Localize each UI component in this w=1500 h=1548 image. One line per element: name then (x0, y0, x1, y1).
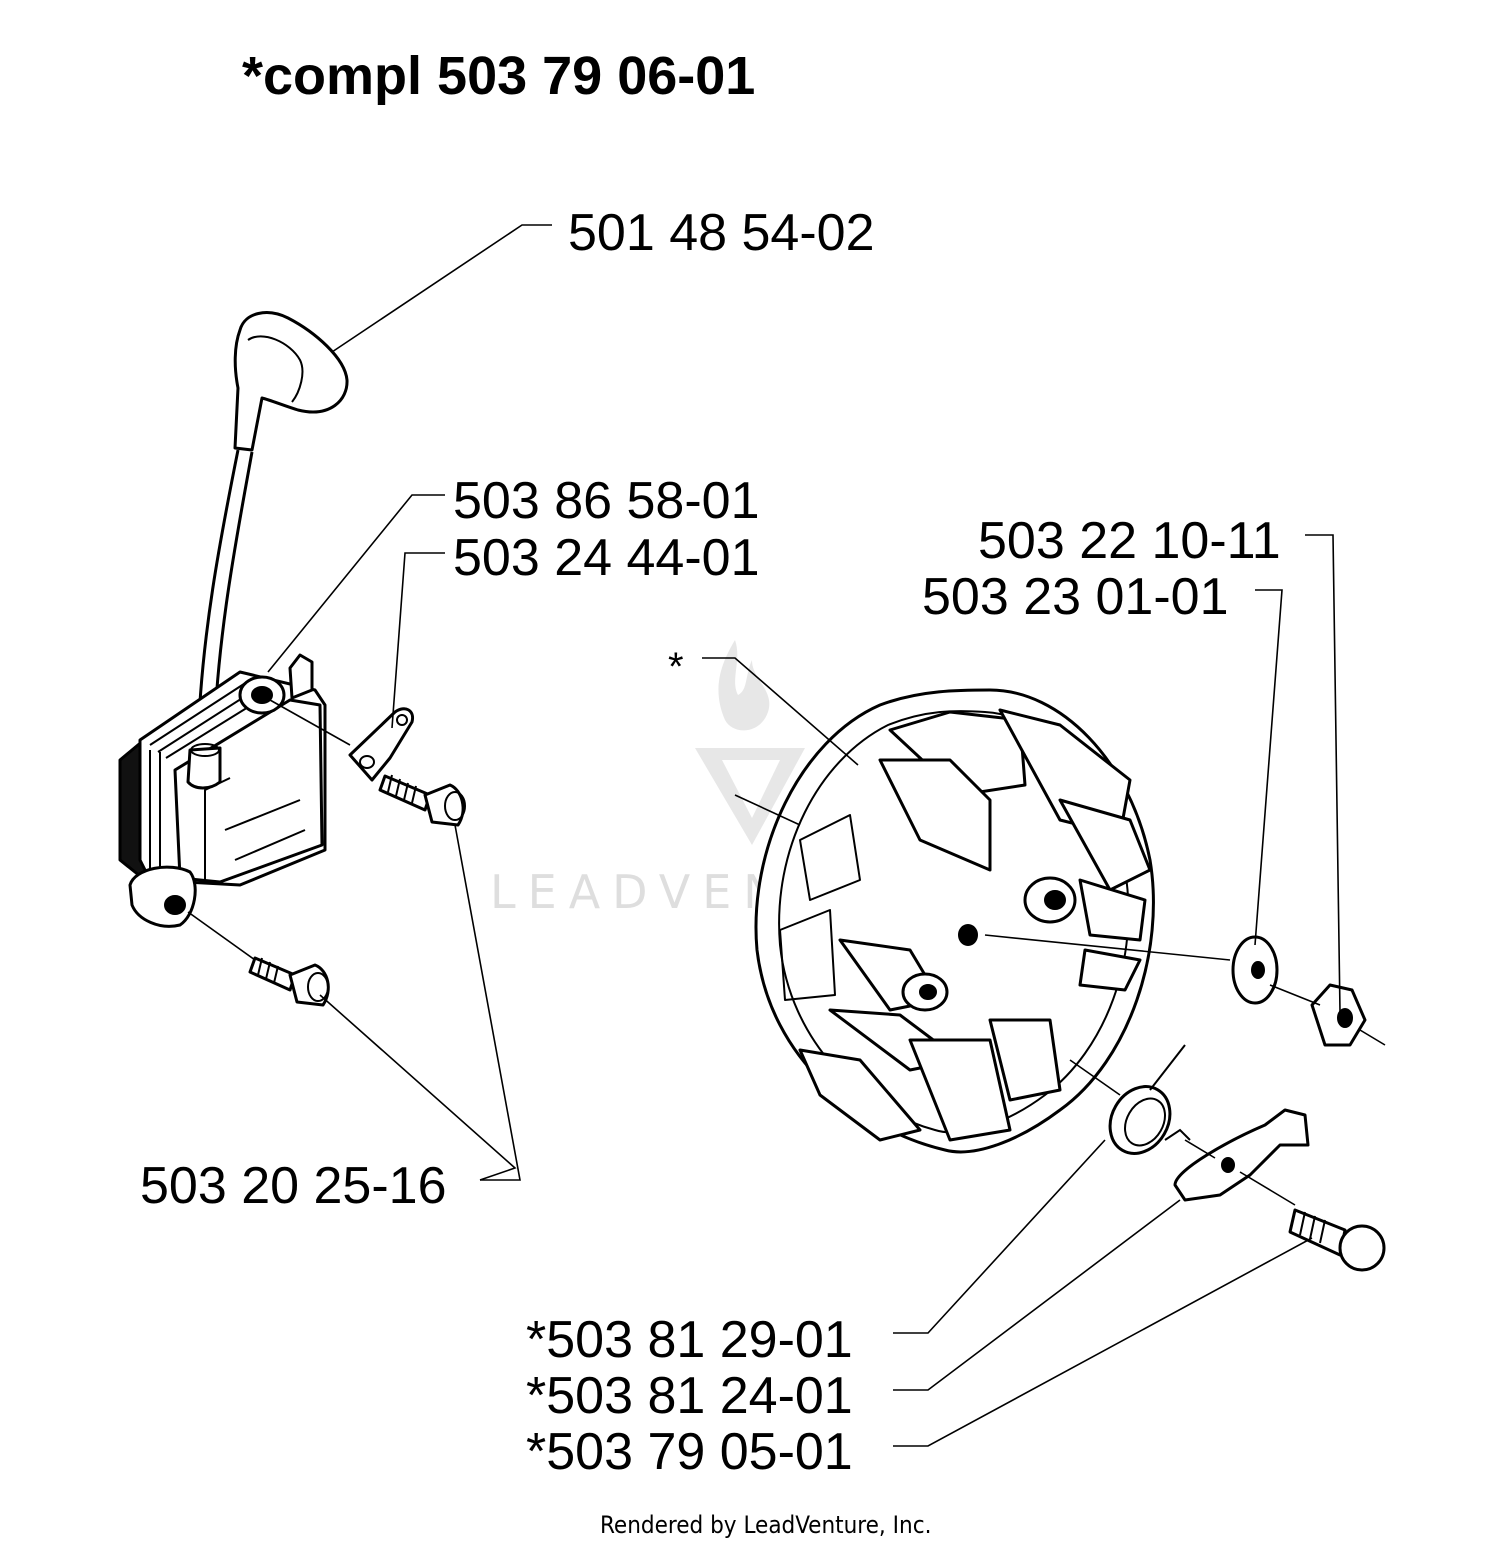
part-label-short-circuit-cable[interactable]: 503 24 44-01 (453, 529, 760, 587)
short-circuit-cable-drawing (348, 707, 415, 782)
ignition-module-drawing (118, 311, 349, 928)
part-label-screws[interactable]: 503 20 25-16 (140, 1157, 447, 1215)
v-logo-icon (695, 748, 805, 845)
assembly-title: *compl 503 79 06-01 (242, 46, 755, 106)
pawl-bolt-drawing (1288, 1208, 1386, 1272)
part-label-washer[interactable]: 503 23 01-01 (922, 568, 1229, 626)
part-label-flywheel-marker[interactable]: * (668, 645, 684, 689)
pawl-drawing (1173, 1108, 1310, 1202)
part-label-spark-plug-cap[interactable]: 501 48 54-02 (568, 204, 875, 262)
part-label-spring[interactable]: *503 81 29-01 (526, 1311, 853, 1369)
footer-credit: Rendered by LeadVenture, Inc. (600, 1511, 931, 1539)
part-label-pawl-bolt[interactable]: *503 79 05-01 (526, 1423, 853, 1481)
flame-logo-icon (718, 640, 770, 731)
part-label-nut[interactable]: 503 22 10-11 (978, 512, 1281, 570)
leader-lines (267, 224, 1341, 1447)
axis-lines (187, 699, 1386, 1206)
washer-drawing (1231, 935, 1279, 1005)
flywheel-drawing (754, 688, 1155, 1154)
lower-screw-drawing (248, 956, 330, 1007)
part-label-pawl[interactable]: *503 81 24-01 (526, 1367, 853, 1425)
spring-drawing (1108, 1044, 1191, 1155)
nut-drawing (1310, 983, 1367, 1047)
part-label-ignition-module[interactable]: 503 86 58-01 (453, 472, 760, 530)
upper-screw-drawing (378, 774, 466, 827)
